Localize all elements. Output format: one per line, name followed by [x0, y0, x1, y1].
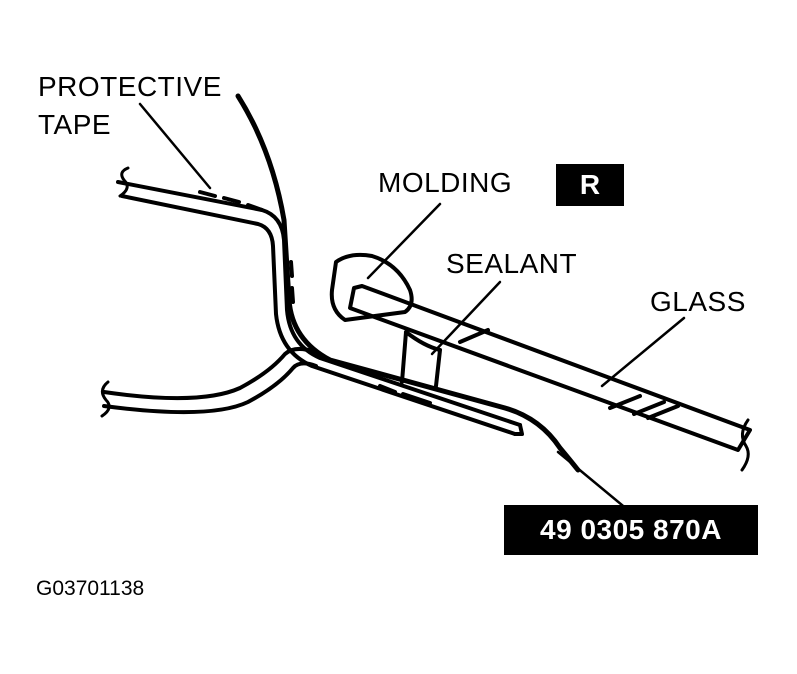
flange-end [513, 423, 524, 436]
inner-panel-outer [102, 347, 317, 401]
protective-tape-label-line2: TAPE [38, 109, 112, 140]
roof-panel-inner [120, 194, 517, 436]
glass-break-right [740, 418, 750, 472]
molding-label: MOLDING [378, 167, 513, 198]
sealant-label: SEALANT [446, 248, 578, 279]
glass-hatching [458, 328, 680, 420]
side-badge: R [556, 164, 624, 206]
molding-outline [329, 252, 414, 322]
figure-code: G03701138 [36, 577, 145, 600]
headliner-line [235, 93, 581, 473]
glass-label: GLASS [650, 286, 746, 317]
inner-panel-inner [102, 361, 318, 415]
leader-lines [138, 102, 686, 512]
break-mark-top-left [118, 166, 130, 198]
roof-panel-outer [116, 180, 522, 427]
protective-tape-label-line1: PROTECTIVE [38, 71, 222, 102]
part-number-badge: 49 0305 870A [504, 505, 758, 555]
break-mark-bottom-left [100, 380, 111, 418]
protective-tape [198, 190, 432, 405]
